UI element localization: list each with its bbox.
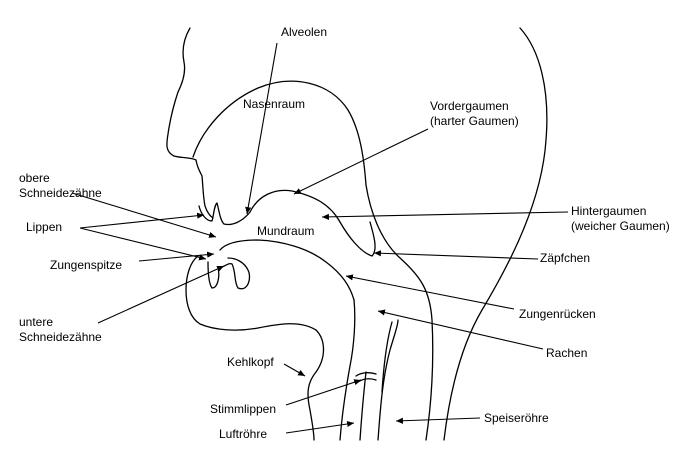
label-stimmlippen: Stimmlippen — [210, 402, 276, 416]
arrow-obere-schneidezaehne — [71, 192, 217, 238]
throat-front-outline — [307, 329, 325, 441]
label-harter-gaumen: (harter Gaumen) — [430, 114, 519, 128]
airway-left-outline — [359, 371, 367, 441]
label-weicher-gaumen: (weicher Gaumen) — [571, 219, 670, 233]
arrow-lippen-lower — [79, 227, 207, 261]
lower-lip-outline — [185, 255, 317, 331]
arrow-zungenruecken — [345, 274, 515, 310]
arrow-hintergaumen — [321, 211, 569, 220]
pharynx-back-outline — [365, 184, 434, 441]
label-rachen: Rachen — [546, 346, 587, 360]
text-labels: Alveolen Nasenraum Vordergaumen (harter … — [19, 25, 670, 441]
label-zungenruecken: Zungenrücken — [519, 307, 596, 321]
anatomy-outlines — [166, 27, 548, 441]
upper-lip-outline — [198, 202, 251, 226]
label-lippen: Lippen — [26, 220, 62, 234]
label-obere: obere — [19, 171, 50, 185]
face-profile-outline — [166, 27, 214, 219]
arrow-lippen-upper — [79, 212, 205, 229]
arrow-untere-schneidezaehne — [97, 265, 225, 324]
nasal-cavity-outline — [192, 80, 367, 186]
esophagus-inner-outline — [381, 321, 393, 393]
tongue-outline — [219, 239, 355, 301]
label-mundraum: Mundraum — [257, 224, 314, 238]
label-zungenspitze: Zungenspitze — [50, 258, 122, 272]
label-untere-schneidezaehne: Schneidezähne — [19, 330, 102, 344]
pharynx-front-outline — [339, 299, 356, 441]
label-kehlkopf: Kehlkopf — [227, 355, 274, 369]
arrow-rachen — [377, 309, 544, 350]
palate-outline — [249, 189, 376, 257]
label-untere: untere — [19, 315, 53, 329]
lower-teeth-outline — [207, 257, 251, 290]
label-luftroehre: Luftröhre — [219, 427, 267, 441]
arrow-luftroehre — [285, 420, 355, 434]
label-zaepfchen: Zäpfchen — [540, 251, 590, 265]
arrow-zaepfchen — [373, 250, 539, 260]
neck-back-outline — [443, 27, 548, 441]
arrow-alveolen — [245, 42, 278, 215]
label-obere-schneidezaehne: Schneidezähne — [19, 186, 102, 200]
label-alveolen: Alveolen — [281, 25, 327, 39]
arrow-zungenspitze — [138, 251, 215, 262]
arrow-vordergaumen — [293, 128, 429, 195]
label-nasenraum: Nasenraum — [243, 97, 305, 111]
esophagus-outline — [377, 319, 399, 441]
label-vordergaumen: Vordergaumen — [430, 99, 509, 113]
label-speiseroehre: Speiseröhre — [484, 411, 549, 425]
arrow-kehlkopf — [283, 363, 306, 377]
pointer-arrows — [71, 42, 569, 434]
arrow-speiseroehre — [395, 417, 481, 424]
arrow-stimmlippen — [285, 379, 362, 406]
label-hintergaumen: Hintergaumen — [571, 204, 646, 218]
